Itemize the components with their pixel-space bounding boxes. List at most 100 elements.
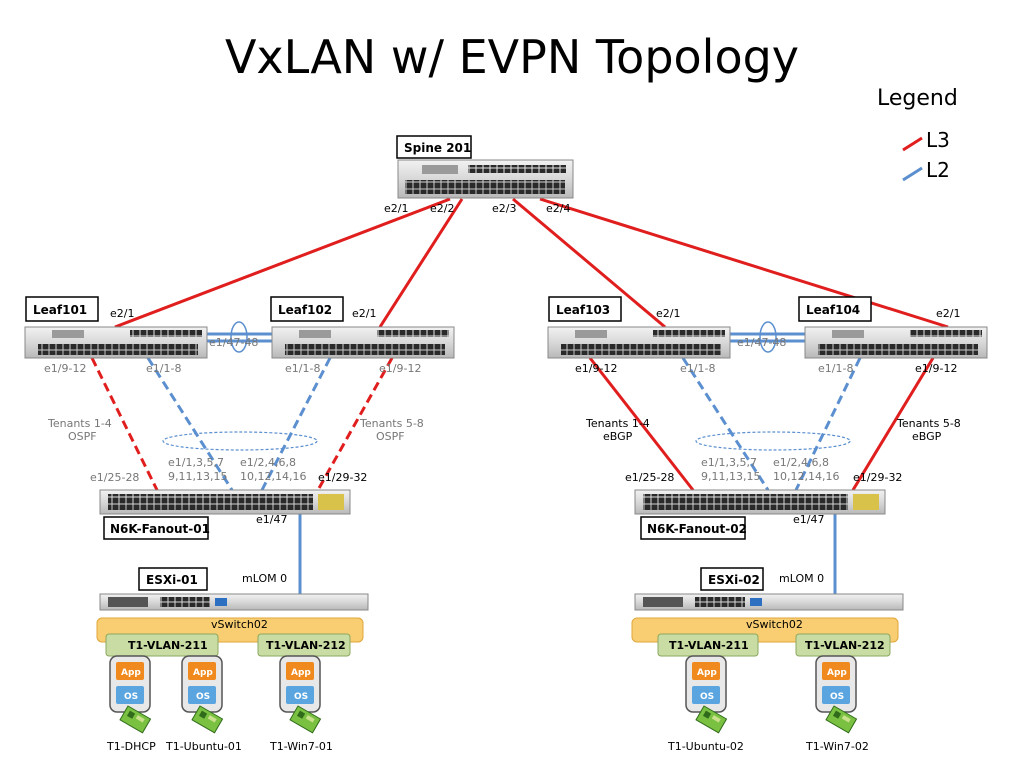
vm-t1-dhcp[interactable]: App OS xyxy=(109,655,151,713)
port-label: e1/1,3,5,7 xyxy=(701,456,757,469)
port-label: 10,12,14,16 xyxy=(240,470,306,483)
port-label: e1/47 xyxy=(256,513,287,526)
link-spine-leaf103 xyxy=(512,197,666,329)
leaf102-switch[interactable] xyxy=(271,326,455,359)
tenant-label: Tenants 5-8 xyxy=(896,417,961,430)
vm-app-label: App xyxy=(291,668,311,678)
spine-tag-box xyxy=(396,135,472,159)
vpc-peer-ellipse-1 xyxy=(230,321,248,353)
esxi02-server[interactable] xyxy=(634,593,904,611)
legend-title: Legend xyxy=(877,86,958,111)
tenant-label: Tenants 1-4 xyxy=(47,417,112,430)
vm-app-label: App xyxy=(827,668,847,678)
leaf101-name: Leaf101 xyxy=(33,303,87,317)
legend-l3-line xyxy=(902,136,923,152)
esxi02-name: ESXi-02 xyxy=(708,573,760,587)
vm-os-label: OS xyxy=(700,692,714,702)
vpc-bundle-ellipse-1 xyxy=(162,431,318,451)
vm-name-t1-ubuntu-02: T1-Ubuntu-02 xyxy=(667,740,744,753)
vm-t1-win7-02[interactable]: App OS xyxy=(815,655,857,713)
port-label: e2/1 xyxy=(656,307,680,320)
port-label: e1/25-28 xyxy=(625,471,674,484)
port-label: mLOM 0 xyxy=(779,572,824,585)
port-label: 10,12,14,16 xyxy=(773,470,839,483)
port-label: 9,11,13,15 xyxy=(701,470,760,483)
esxi02-tag-box xyxy=(700,567,764,591)
port-label: e1/47-48 xyxy=(737,336,786,349)
esxi01-name: ESXi-01 xyxy=(146,573,198,587)
esxi01-tag-box xyxy=(138,567,208,591)
spine-name: Spine 201 xyxy=(404,141,471,155)
link-spine-leaf101 xyxy=(114,197,451,329)
spine-201-switch[interactable] xyxy=(397,159,574,199)
vm-name-t1-win7-02: T1-Win7-02 xyxy=(805,740,869,753)
tenant-label: Tenants 1-4 xyxy=(585,417,650,430)
port-label: e1/1-8 xyxy=(818,362,853,375)
vm-app-label: App xyxy=(193,668,213,678)
link-spine-leaf102 xyxy=(378,198,464,328)
port-label: e2/2 xyxy=(430,202,454,215)
port-label: e1/2,4,6,8 xyxy=(773,456,829,469)
vlan212-label-2: T1-VLAN-212 xyxy=(805,639,885,652)
leaf103-switch[interactable] xyxy=(547,326,731,359)
vm-t1-ubuntu-02[interactable]: App OS xyxy=(685,655,727,713)
vm-name-t1-dhcp: T1-DHCP xyxy=(106,740,156,753)
l3-links xyxy=(90,197,949,491)
link-leaf102-fanout1-l3 xyxy=(316,357,394,491)
port-label: e1/47-48 xyxy=(209,336,258,349)
vm-name-t1-win7-01: T1-Win7-01 xyxy=(269,740,333,753)
link-leaf104-fanout2-l2 xyxy=(794,357,862,491)
leaf101-switch[interactable] xyxy=(24,326,208,359)
leaf104-switch[interactable] xyxy=(804,326,988,359)
vlan211-label-2: T1-VLAN-211 xyxy=(669,639,749,652)
page-title: VxLAN w/ EVPN Topology xyxy=(224,30,800,84)
leaf104-name: Leaf104 xyxy=(806,303,860,317)
port-label: e1/1,3,5,7 xyxy=(168,456,224,469)
vm-t1-win7-01[interactable]: App OS xyxy=(279,655,321,713)
esxi01-server[interactable] xyxy=(99,593,369,611)
port-label: e2/1 xyxy=(110,307,134,320)
fanout02-tag-box xyxy=(640,516,746,540)
tenant-label: eBGP xyxy=(603,430,633,443)
port-label: e2/1 xyxy=(936,307,960,320)
fanout01-tag-box xyxy=(103,516,209,540)
port-label: e1/29-32 xyxy=(318,471,367,484)
port-label: e2/1 xyxy=(384,202,408,215)
link-leaf104-fanout2-l3 xyxy=(851,357,935,491)
vm-os-label: OS xyxy=(294,692,308,702)
vpc-bundle-ellipse-2 xyxy=(695,431,851,451)
fanout02-switch[interactable] xyxy=(634,489,886,515)
port-label: e1/1-8 xyxy=(680,362,715,375)
link-leaf101-fanout1-l3 xyxy=(90,357,159,491)
link-spine-leaf104 xyxy=(539,197,949,329)
leaf101-tag-box xyxy=(25,296,99,322)
vlan211-portgroup-1[interactable] xyxy=(105,633,219,657)
vm-name-t1-ubuntu-01: T1-Ubuntu-01 xyxy=(165,740,242,753)
vm-app-label: App xyxy=(697,668,717,678)
port-label: e2/1 xyxy=(352,307,376,320)
link-leaf101-fanout1-l2 xyxy=(146,357,234,491)
legend-l3-label: L3 xyxy=(926,128,950,152)
port-label: e1/9-12 xyxy=(44,362,86,375)
port-label: e1/9-12 xyxy=(575,362,617,375)
fanout01-switch[interactable] xyxy=(99,489,351,515)
leaf104-tag-box xyxy=(798,296,872,322)
port-label: e2/3 xyxy=(492,202,516,215)
vm-os-label: OS xyxy=(124,692,138,702)
vm-t1-ubuntu-01[interactable]: App OS xyxy=(181,655,223,713)
port-label: e1/9-12 xyxy=(915,362,957,375)
vswitch01-label: vSwitch02 xyxy=(211,618,268,631)
port-label: e1/1-8 xyxy=(146,362,181,375)
link-leaf103-fanout2-l3 xyxy=(588,357,695,491)
port-label: 9,11,13,15 xyxy=(168,470,227,483)
fanout01-name: N6K-Fanout-01 xyxy=(110,522,210,536)
fanout02-name: N6K-Fanout-02 xyxy=(647,522,747,536)
vlan211-label-1: T1-VLAN-211 xyxy=(128,639,208,652)
tenant-label: eBGP xyxy=(912,430,942,443)
vm-os-label: OS xyxy=(196,692,210,702)
port-label: e1/1-8 xyxy=(285,362,320,375)
link-leaf103-fanout2-l2 xyxy=(681,357,770,491)
vm-os-label: OS xyxy=(830,692,844,702)
legend-l2-label: L2 xyxy=(926,158,950,182)
